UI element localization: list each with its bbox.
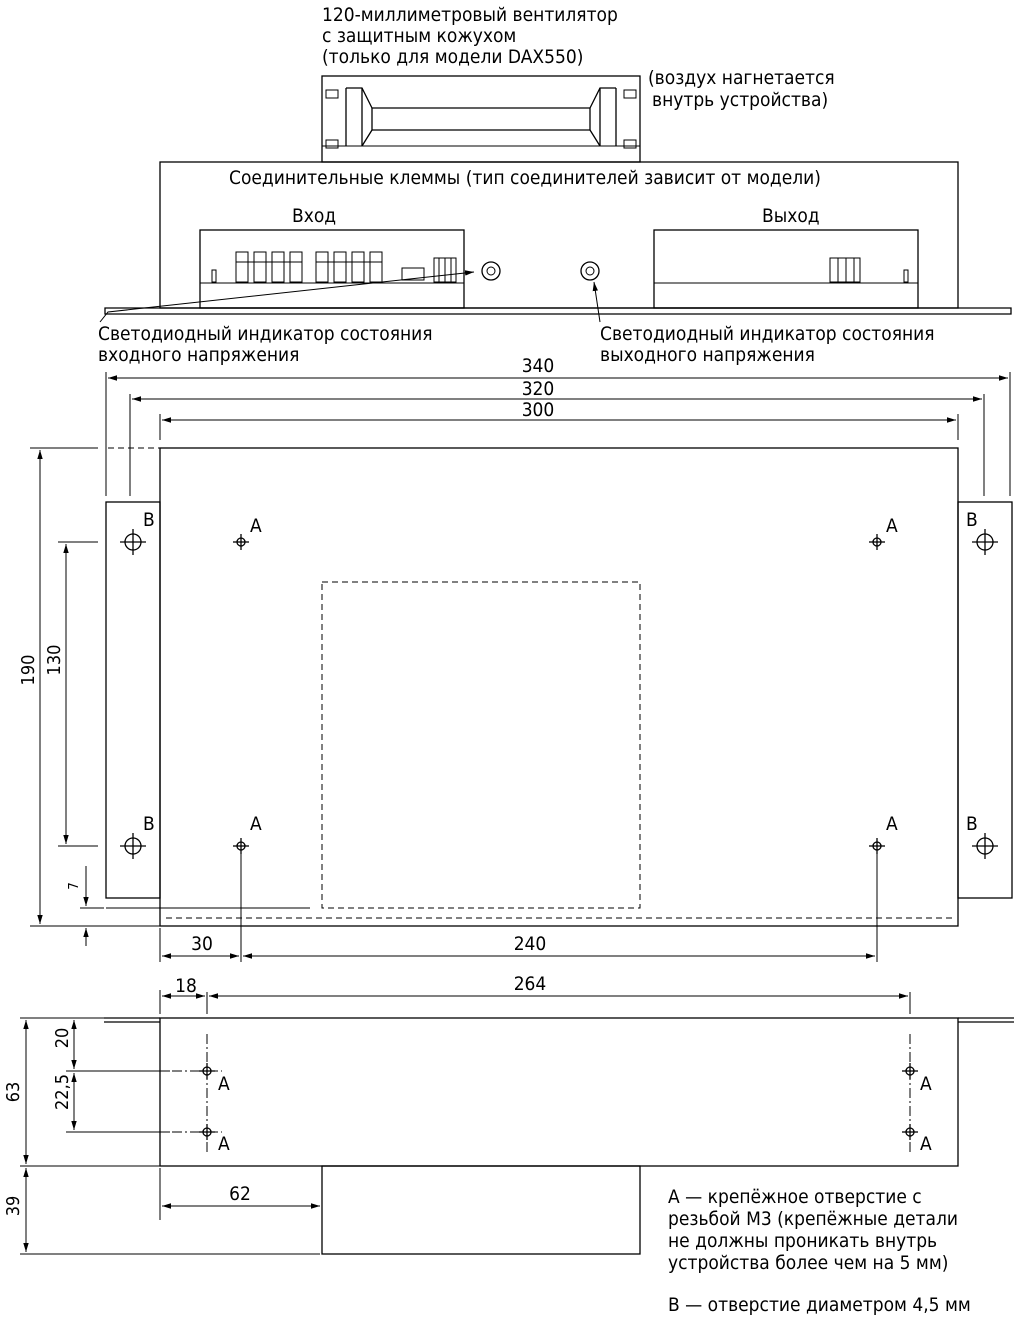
output-terminal-block [653,229,919,309]
dim-39: 39 [3,1196,24,1217]
input-led [481,261,501,281]
front-flange [104,307,1012,315]
fan-label-2: с защитным кожухом [322,25,516,47]
dim-22-5: 22,5 [52,1074,73,1110]
marker-b: B [966,813,978,835]
front-view: 120-миллиметровый вентилятор с защитным … [98,4,1012,366]
side-body [159,1017,959,1167]
marker-a: A [250,813,262,835]
dim-20: 20 [52,1028,73,1049]
dim-190: 190 [18,655,39,686]
note-a-4: устройства более чем на 5 мм) [668,1252,948,1274]
hole-a [233,534,885,854]
top-body [159,447,959,927]
marker-a: A [920,1133,932,1155]
width-dimensions: 340 320 300 [105,355,1011,496]
marker-b: B [966,509,978,531]
fan-label-1: 120-миллиметровый вентилятор [322,4,618,26]
dim-63: 63 [3,1082,24,1103]
side-hole-dimensions: 18 264 [159,973,911,1014]
marker-a: A [250,515,262,537]
led-in-label-1: Светодиодный индикатор состояния [98,323,433,345]
dim-264: 264 [514,973,547,995]
fan-shroud [321,75,641,163]
dim-300: 300 [522,399,555,421]
marker-a: A [886,813,898,835]
dim-62: 62 [229,1183,251,1205]
input-label: Вход [292,205,336,227]
output-led [580,261,600,281]
dim-240: 240 [514,933,547,955]
hole-spacing-dimensions: 30 240 [159,852,878,962]
air-label-2: внутрь устройства) [652,89,828,111]
dim-7: 7 [67,882,82,889]
marker-b: B [143,813,155,835]
height-dimensions: 190 130 7 [18,447,160,946]
air-label-1: (воздух нагнетается [648,67,835,89]
left-flange [105,501,161,899]
fan-label-3: (только для модели DAX550) [322,46,583,68]
note-a-1: А — крепёжное отверстие с [668,1186,922,1208]
side-view: 18 264 A A A A 20 22,5 [3,973,1014,1255]
note-b: В — отверстие диаметром 4,5 мм [668,1294,971,1316]
hole-a [199,1063,918,1140]
dim-30: 30 [191,933,213,955]
dim-320: 320 [522,378,555,400]
marker-a: A [218,1133,230,1155]
marker-a: A [886,515,898,537]
dim-340: 340 [522,355,555,377]
dim-18: 18 [175,975,197,997]
top-view: 340 320 300 B B B B [18,355,1013,962]
led-out-label-1: Светодиодный индикатор состояния [600,323,935,345]
note-a-3: не должны проникать внутрь [668,1230,937,1252]
right-flange [957,501,1013,899]
led-out-label-2: выходного напряжения [600,344,815,366]
led-in-label-2: входного напряжения [98,344,299,366]
marker-a: A [218,1073,230,1095]
input-terminal-block [199,229,465,309]
dim-130: 130 [44,645,65,676]
note-a-2: резьбой М3 (крепёжные детали [668,1208,958,1230]
terminals-label: Соединительные клеммы (тип соединителей … [229,167,821,189]
legend-notes: А — крепёжное отверстие с резьбой М3 (кр… [668,1186,971,1316]
side-fan [321,1165,641,1255]
output-label: Выход [762,205,820,227]
marker-b: B [143,509,155,531]
hole-b [120,529,998,859]
marker-a: A [920,1073,932,1095]
fan-outline [321,581,641,909]
